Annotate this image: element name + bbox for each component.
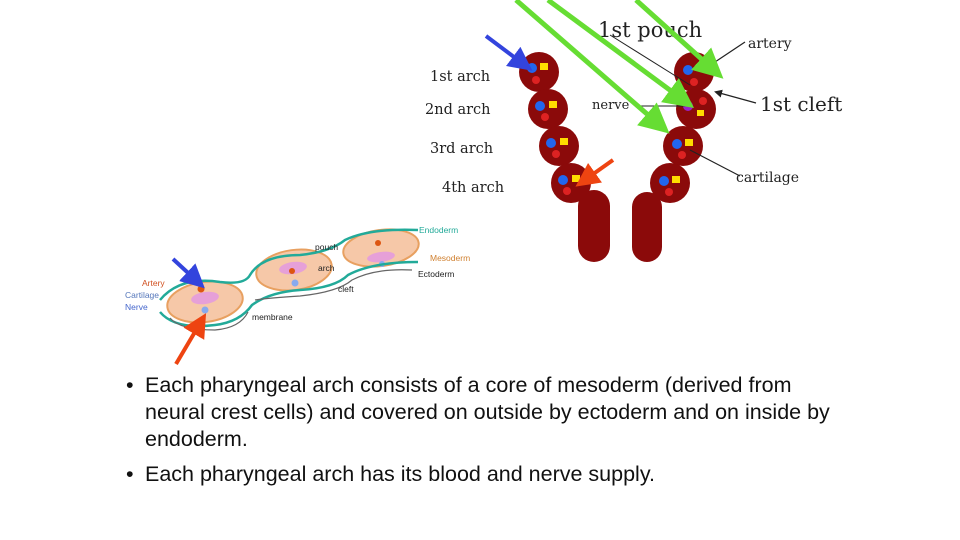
small-label-cartilage: Cartilage [125, 290, 159, 300]
small-label-ectoderm: Ectoderm [418, 269, 454, 279]
bullet-text: Each pharyngeal arch has its blood and n… [145, 462, 655, 486]
label-4th-arch: 4th arch [442, 180, 504, 196]
small-cross-section: Endoderm pouch Mesoderm arch Ectoderm Ar… [125, 225, 470, 331]
label-1st-cleft: 1st cleft [760, 92, 842, 116]
green-arrow-nerve [546, 0, 695, 108]
small-label-mesoderm: Mesoderm [430, 253, 470, 263]
label-3rd-arch: 3rd arch [430, 141, 493, 157]
cartilage-leader [689, 149, 741, 177]
bullet-list: • Each pharyngeal arch consists of a core… [120, 372, 840, 496]
large-arch-schematic: 1st pouch artery 1st arch 2nd arch 3rd a… [418, 0, 842, 268]
label-cartilage: cartilage [736, 170, 799, 186]
small-label-arch: arch [318, 263, 335, 273]
label-artery: artery [748, 36, 792, 52]
label-1st-arch: 1st arch [430, 69, 490, 85]
small-label-cleft: cleft [338, 284, 354, 294]
red-arrow-small [174, 313, 207, 366]
label-1st-pouch: 1st pouch [598, 18, 702, 42]
label-2nd-arch: 2nd arch [425, 102, 491, 118]
label-nerve: nerve [592, 98, 630, 113]
small-label-endoderm: Endoderm [419, 225, 458, 235]
small-label-nerve: Nerve [125, 302, 148, 312]
blue-arrow-small [171, 257, 205, 289]
pointer-arrows [171, 0, 724, 366]
small-label-pouch: pouch [315, 242, 338, 252]
green-arrow-pouch [514, 0, 670, 134]
small-label-membrane: membrane [252, 312, 293, 322]
blue-arrow-large [484, 34, 533, 71]
red-arrow-large [575, 158, 615, 187]
small-label-artery: Artery [142, 278, 165, 288]
bullet-text: Each pharyngeal arch consists of a core … [145, 373, 830, 451]
bullet-item: • Each pharyngeal arch has its blood and … [120, 461, 840, 488]
bullet-dot: • [126, 462, 134, 486]
bullet-item: • Each pharyngeal arch consists of a core… [120, 372, 840, 453]
green-arrow-artery [634, 0, 724, 79]
cleft-leader [714, 89, 757, 104]
bullet-dot: • [126, 373, 134, 397]
